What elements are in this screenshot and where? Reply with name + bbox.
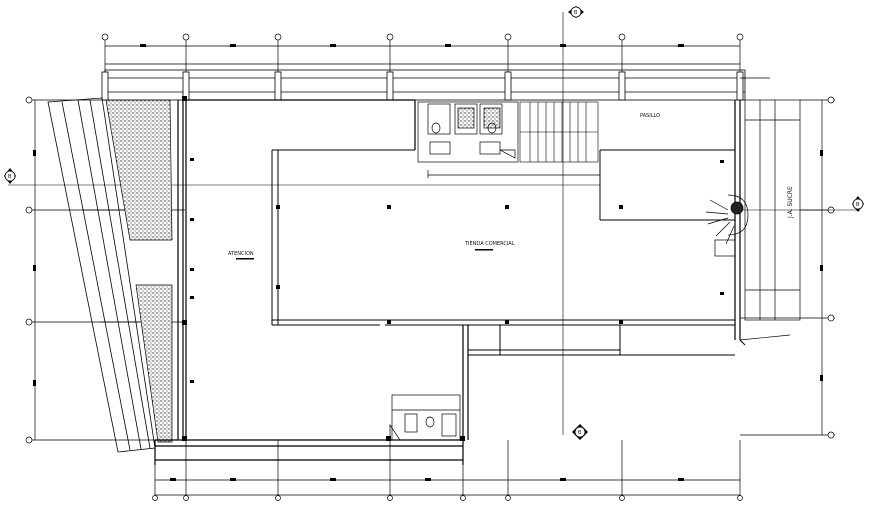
dimension-lines-top xyxy=(104,38,741,100)
rear-service-block xyxy=(389,394,461,441)
section-marker-left: B xyxy=(4,168,16,184)
room-label-pasillo: PASILLO xyxy=(640,113,660,119)
front-facade-wall xyxy=(101,69,746,101)
section-marker-left-label: B xyxy=(8,174,12,180)
structural-columns xyxy=(182,96,724,441)
room-level-mark-tienda xyxy=(475,249,493,251)
axis-bubbles-right xyxy=(827,96,835,439)
axis-bubbles-bottom xyxy=(152,495,743,501)
street-label: J.A. SUCRE xyxy=(787,186,794,219)
stippled-planter-lower xyxy=(135,284,173,443)
interior-partitions xyxy=(271,149,746,356)
restroom-block xyxy=(417,101,601,178)
east-sidewalk xyxy=(739,77,801,341)
section-marker-bottom-label: B xyxy=(578,430,582,436)
stippled-planter-upper xyxy=(105,99,173,241)
section-marker-top: B xyxy=(568,6,584,18)
axis-bubbles-top xyxy=(101,33,744,41)
section-marker-right-label: B xyxy=(856,202,860,208)
column-tick-marks xyxy=(33,44,823,481)
room-label-atencion: ATENCION xyxy=(228,251,254,257)
section-marker-bottom: B xyxy=(572,424,588,440)
spiral-stair xyxy=(705,194,749,257)
section-marker-right: B xyxy=(852,196,864,212)
section-cut-lines xyxy=(8,12,860,435)
section-marker-top-label: B xyxy=(574,10,578,16)
dimension-lines-bottom xyxy=(154,440,741,500)
room-level-mark-atencion xyxy=(236,258,254,260)
stairway xyxy=(519,101,599,163)
room-label-tienda: TIENDA COMERCIAL xyxy=(464,241,515,247)
axis-bubbles-left xyxy=(25,96,33,444)
